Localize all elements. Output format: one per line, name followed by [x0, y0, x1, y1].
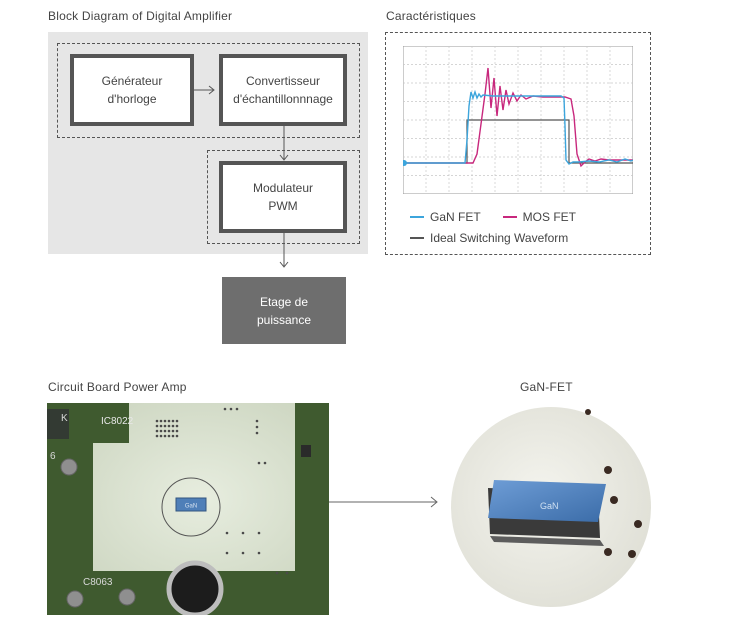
block-diagram-connectors	[194, 85, 289, 268]
board-chip-marking: GaN	[185, 504, 197, 510]
arrow-clock-to-converter	[194, 85, 215, 95]
sampling-converter-label-line1: Convertisseur	[245, 74, 321, 88]
circuit-board-photo: IC8022 C8063 K 6 GaN	[47, 403, 329, 615]
sampling-converter-label-line2: d'échantillonnnage	[233, 92, 333, 106]
pwm-modulator-block: Modulateur PWM	[219, 161, 347, 233]
gan-fet-waveform	[403, 89, 633, 165]
closeup-vias	[585, 409, 642, 558]
input-stage-group	[57, 43, 360, 138]
circuit-board-title: Circuit Board Power Amp	[48, 380, 187, 394]
gan-fet-closeup-photo: GaN	[451, 407, 651, 607]
chip-top-face	[488, 480, 606, 522]
gan-fet-title: GaN-FET	[520, 380, 573, 394]
pwm-modulator-label-line2: PWM	[268, 199, 298, 213]
gan-fet-on-board: GaN	[175, 497, 207, 512]
clock-generator-block: Générateur d'horloge	[70, 54, 194, 126]
mos-fet-swatch	[502, 216, 517, 218]
clock-generator-label-line1: Générateur	[101, 74, 163, 88]
legend-item-gan-fet: GaN FET	[410, 210, 481, 224]
oscilloscope-waveform-plot	[403, 46, 633, 194]
plot-legend: GaN FET MOS FET Ideal Switching Waveform	[410, 206, 576, 248]
magnify-arrow	[329, 496, 438, 508]
power-stage-block: Etage de puissance	[222, 277, 346, 344]
characteristics-panel	[385, 32, 651, 255]
block-diagram-title: Block Diagram of Digital Amplifier	[48, 9, 233, 23]
legend-item-ideal-waveform: Ideal Switching Waveform	[410, 228, 576, 248]
magnify-circle	[161, 477, 221, 537]
silkscreen-6: 6	[50, 451, 56, 462]
closeup-chip-marking: GaN	[540, 501, 559, 511]
gan-fet-swatch	[410, 216, 424, 218]
trigger-marker	[403, 160, 407, 166]
silkscreen-c8063: C8063	[83, 577, 113, 588]
legend-item-mos-fet: MOS FET	[502, 210, 577, 224]
silkscreen-k: K	[61, 413, 68, 424]
pcb-mounting-holes	[60, 458, 136, 608]
edge-connector	[47, 409, 69, 439]
legend-label-gan-fet: GaN FET	[430, 210, 481, 224]
power-stage-label-line1: Etage de	[259, 294, 309, 309]
pwm-modulator-label-line1: Modulateur	[252, 181, 314, 195]
ideal-waveform-swatch	[410, 237, 424, 239]
legend-label-mos-fet: MOS FET	[522, 210, 577, 224]
large-via-hole	[166, 560, 224, 615]
mos-fet-waveform	[403, 67, 633, 168]
arrow-pwm-to-power-stage	[279, 233, 289, 268]
clock-generator-label-line2: d'horloge	[107, 92, 157, 106]
power-stage-label-line2: puissance	[256, 312, 312, 327]
chip-bottom-shadow	[490, 536, 604, 546]
sampling-converter-block: Convertisseur d'échantillonnnage	[219, 54, 347, 126]
legend-label-ideal-waveform: Ideal Switching Waveform	[430, 231, 569, 245]
pcb-via-array	[155, 407, 289, 575]
silkscreen-ic8022: IC8022	[101, 416, 134, 427]
characteristics-title: Caractéristiques	[386, 9, 476, 23]
small-smd-part	[301, 445, 311, 457]
arrow-converter-to-pwm	[279, 126, 289, 161]
